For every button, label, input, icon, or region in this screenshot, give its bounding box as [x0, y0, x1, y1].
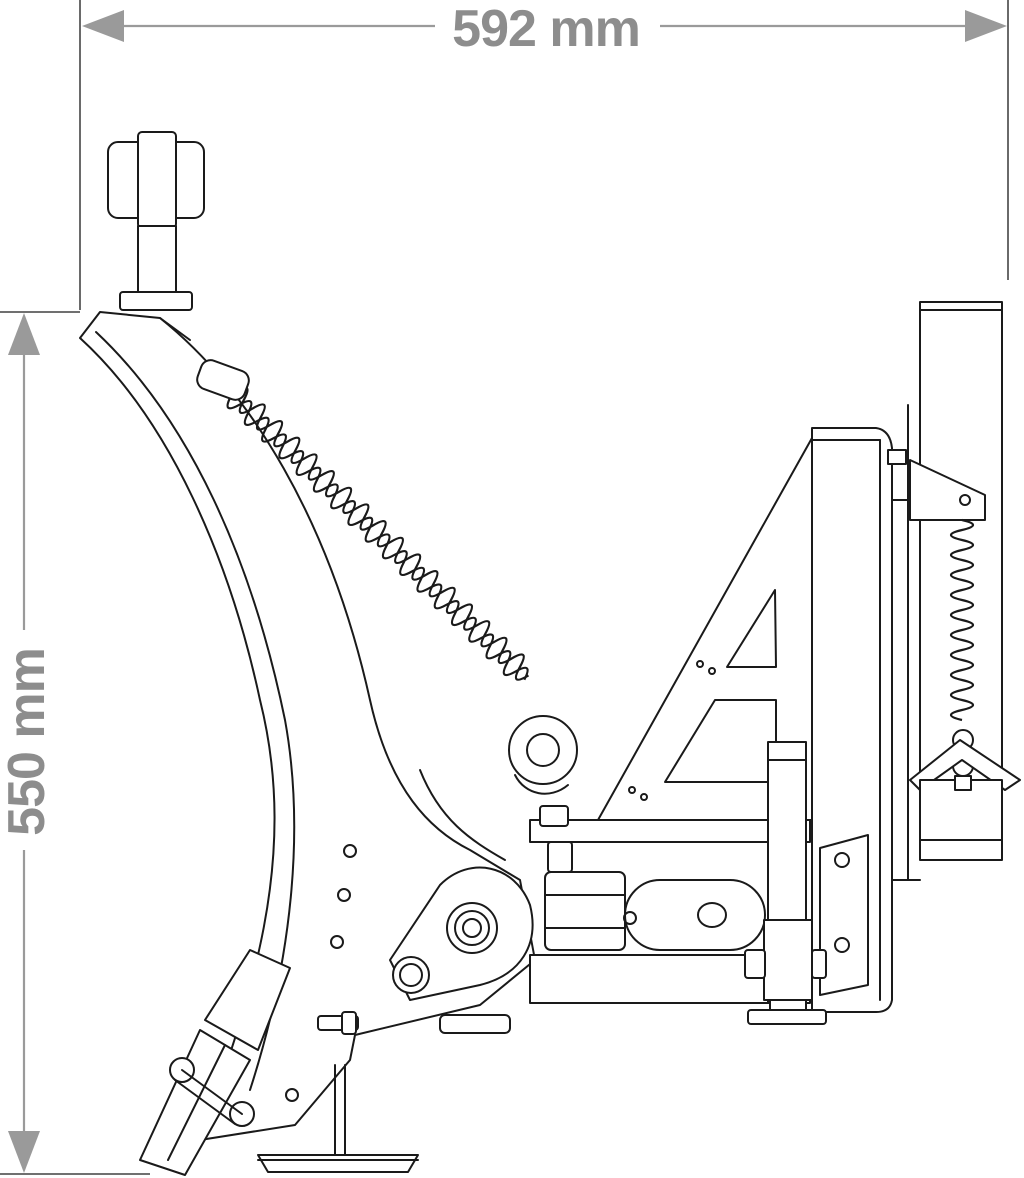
shank-hole — [343, 844, 357, 858]
shank-hole — [285, 1088, 299, 1102]
width-arrow-left-icon — [82, 10, 124, 42]
frame-spring — [909, 459, 1021, 841]
height-dimension: 550 mm — [0, 311, 150, 1175]
height-arrow-top-icon — [8, 313, 40, 355]
width-dimension-label: 592 mm — [452, 0, 640, 58]
top-handle — [107, 131, 205, 311]
main-spring — [196, 359, 578, 795]
depth-foot — [257, 1011, 419, 1173]
shank-hole — [337, 888, 351, 902]
pivot-bolt — [392, 902, 498, 994]
width-dimension: 592 mm — [79, 0, 1009, 310]
ripper-tip — [139, 949, 291, 1176]
vertical-post — [744, 741, 827, 1025]
width-arrow-right-icon — [965, 10, 1007, 42]
height-arrow-bottom-icon — [8, 1131, 40, 1173]
ripper-assembly — [79, 131, 1021, 1176]
height-dimension-label: 550 mm — [0, 648, 56, 836]
mounting-frame — [811, 301, 1003, 1013]
shank-holes — [285, 844, 357, 1102]
shank-hole — [330, 935, 344, 949]
